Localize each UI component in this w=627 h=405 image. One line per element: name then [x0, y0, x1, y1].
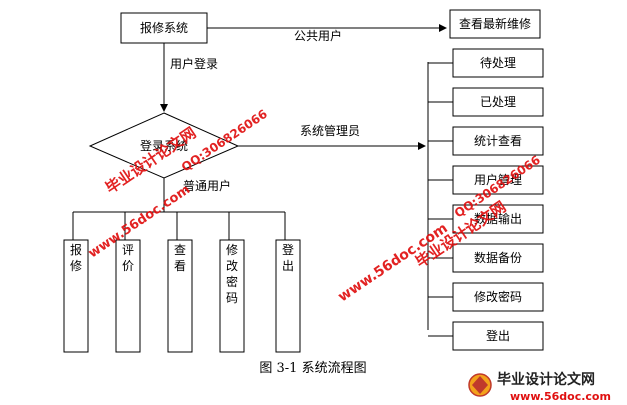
figure-caption: 图 3-1 系统流程图 — [259, 361, 366, 376]
user-function-label: 查看 — [174, 243, 186, 273]
admin-function-5: 数据输出 — [428, 204, 544, 234]
user-function-box — [219, 239, 245, 353]
admin-function-label: 登出 — [486, 328, 510, 343]
admin-function-box — [452, 204, 544, 234]
admin-function-box — [452, 87, 544, 117]
user-functions: 报修 评价 查看 修改密码 登出 — [63, 212, 301, 353]
user-function-5: 登出 — [275, 212, 301, 353]
user-function-2: 评价 — [115, 212, 141, 353]
edge-public-user-label: 公共用户 — [294, 28, 342, 43]
user-function-1: 报修 — [63, 212, 89, 353]
admin-function-2: 已处理 — [428, 87, 544, 117]
edge-normal-user-label: 普通用户 — [183, 178, 231, 193]
admin-function-box — [452, 165, 544, 195]
admin-function-label: 数据备份 — [474, 250, 522, 265]
logo-diamond-icon — [472, 376, 488, 394]
admin-function-box — [452, 126, 544, 156]
edge-sys-admin-label: 系统管理员 — [300, 123, 360, 138]
login-decision-label: 登录系统 — [140, 138, 188, 153]
edge-user-login-label: 用户登录 — [170, 56, 218, 71]
login-decision: 登录系统 — [88, 112, 240, 179]
admin-function-label: 数据输出 — [474, 211, 522, 226]
user-function-3: 查看 — [167, 212, 193, 353]
latest-node-label: 查看最新维修 — [459, 16, 531, 31]
user-function-label: 评价 — [122, 243, 134, 273]
admin-function-label: 待处理 — [480, 56, 516, 70]
admin-function-4: 用户管理 — [428, 165, 544, 195]
admin-function-box — [452, 321, 544, 351]
user-function-box — [63, 239, 89, 353]
user-function-box — [167, 239, 193, 353]
admin-function-7: 修改密码 — [428, 282, 544, 312]
logo-url: www.56doc.com — [510, 390, 611, 403]
user-function-box — [275, 239, 301, 353]
user-function-label: 报修 — [70, 242, 82, 273]
admin-function-box — [452, 243, 544, 273]
admin-function-label: 用户管理 — [474, 172, 522, 187]
user-function-box — [115, 239, 141, 353]
logo-name: 毕业设计论文网 — [497, 371, 595, 388]
admin-function-6: 数据备份 — [428, 243, 544, 273]
start-node: 报修系统 — [120, 12, 208, 44]
admin-function-label: 已处理 — [480, 95, 516, 109]
user-function-4: 修改密码 — [219, 212, 245, 353]
admin-function-1: 待处理 — [428, 48, 544, 78]
start-node-label: 报修系统 — [140, 20, 188, 35]
site-logo: 毕业设计论文网 www.56doc.com — [468, 371, 611, 403]
admin-function-8: 登出 — [428, 321, 544, 351]
admin-function-label: 统计查看 — [474, 134, 522, 148]
admin-function-box — [452, 48, 544, 78]
user-function-label: 登出 — [282, 242, 294, 273]
admin-function-box — [452, 282, 544, 312]
latest-node: 查看最新维修 — [449, 9, 541, 39]
admin-function-label: 修改密码 — [474, 289, 522, 304]
admin-function-3: 统计查看 — [428, 126, 544, 156]
user-function-label: 修改密码 — [226, 242, 238, 305]
